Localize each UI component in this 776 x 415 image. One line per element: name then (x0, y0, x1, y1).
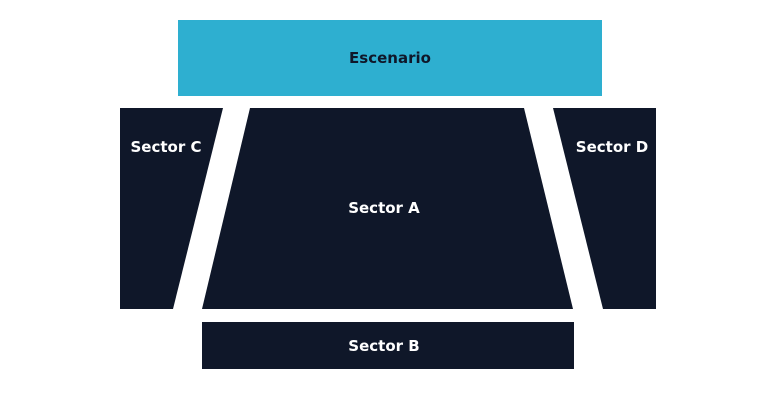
stage-shape (178, 20, 602, 96)
sector-d-shape[interactable] (553, 108, 656, 309)
sector-c-shape[interactable] (120, 108, 223, 309)
stage: Escenario (178, 20, 602, 96)
sector-b-shape[interactable] (202, 322, 574, 369)
sector-a[interactable]: Sector A (202, 108, 573, 309)
sector-c[interactable]: Sector C (120, 108, 223, 309)
sector-a-shape[interactable] (202, 108, 573, 309)
sector-d[interactable]: Sector D (553, 108, 656, 309)
sector-b[interactable]: Sector B (202, 322, 574, 369)
